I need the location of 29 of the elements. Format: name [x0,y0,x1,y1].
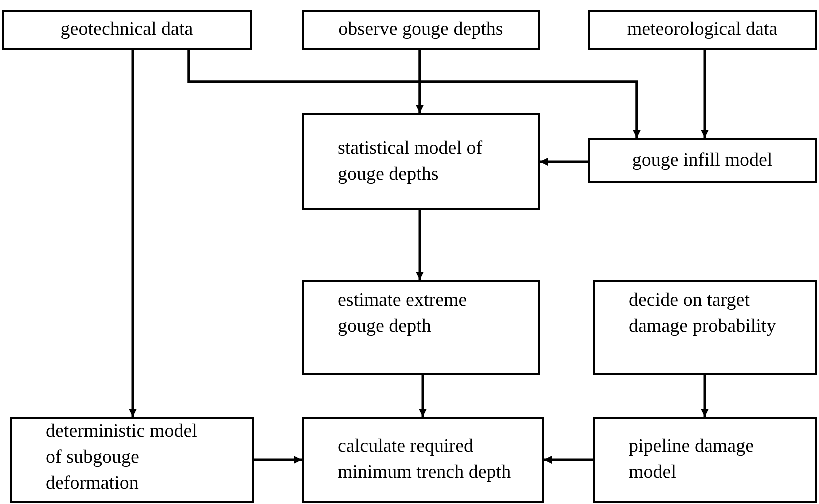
process-box [302,10,540,50]
arrow [419,375,427,417]
arrow [544,456,593,464]
box-label: observe gouge depths [338,18,504,42]
box-label: meteorological data [627,18,778,42]
arrow [254,456,302,464]
box-label: gouge infill model [632,148,773,172]
box-label: pipeline damage model [629,435,756,485]
arrow [701,50,709,138]
arrow [129,50,137,417]
process-box [588,10,817,50]
arrow [416,210,424,280]
process-box [302,113,540,210]
process-box [302,417,544,503]
box-label: estimate extreme gouge depth [338,289,468,339]
box-label: calculate required minimum trench depth [338,435,512,485]
process-box [593,280,817,375]
arrow [418,50,641,138]
box-label: statistical model of gouge depths [338,136,484,186]
process-box [302,280,540,375]
arrow [701,375,709,417]
box-label: deterministic model of subgouge deformation [46,420,198,496]
process-box [588,138,817,183]
box-label: geotechnical data [60,18,194,42]
process-box [10,417,254,503]
process-box [2,10,252,50]
process-box [593,417,817,503]
arrow [540,158,588,166]
box-label: decide on target damage probability [629,289,778,339]
